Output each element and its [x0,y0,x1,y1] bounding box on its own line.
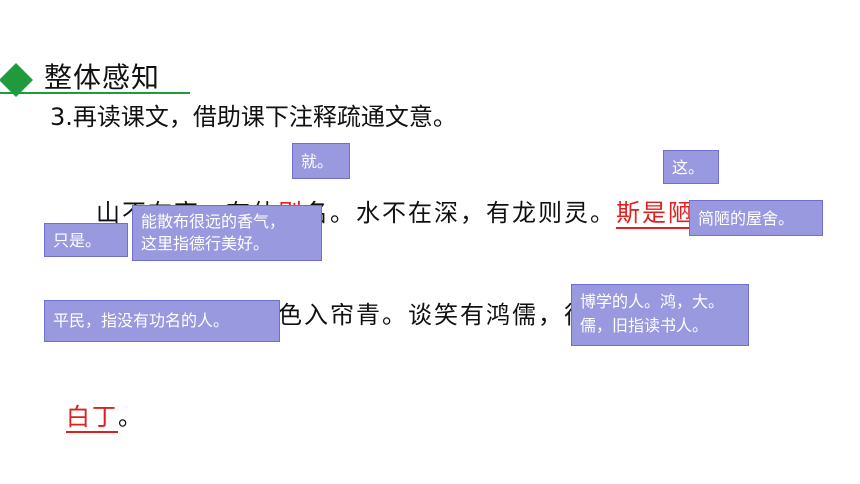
note-xiangqi-line1: 能散布很远的香气， [141,212,286,231]
instruction-text: 3.再读课文，借助课下注释疏通文意。 [50,103,457,131]
note-jiu: 就。 [292,143,350,179]
line3-text: 。 [118,403,144,431]
section-title: 整体感知 [44,61,161,94]
note-xiangqi-line2: 这里指德行美好。 [141,234,270,253]
note-zhishi: 只是。 [44,223,128,257]
note-hongru-line2: 儒，旧指读书人。 [580,316,709,335]
note-pingmin: 平民，指没有功名的人。 [44,300,280,342]
text-line-3: 白丁。 [66,400,144,434]
note-hongru-line1: 博学的人。鸿，大。 [580,292,725,311]
note-zhe: 这。 [663,150,719,184]
line1-text-b: 名。水不在深，有龙则灵。 [304,199,616,227]
note-xiangqi: 能散布很远的香气， 这里指德行美好。 [132,205,322,261]
note-wushe: 简陋的屋舍。 [689,200,823,236]
title-underline [0,92,190,94]
highlight-bai-ding: 白丁 [66,403,118,431]
note-hongru: 博学的人。鸿，大。 儒，旧指读书人。 [571,284,749,346]
